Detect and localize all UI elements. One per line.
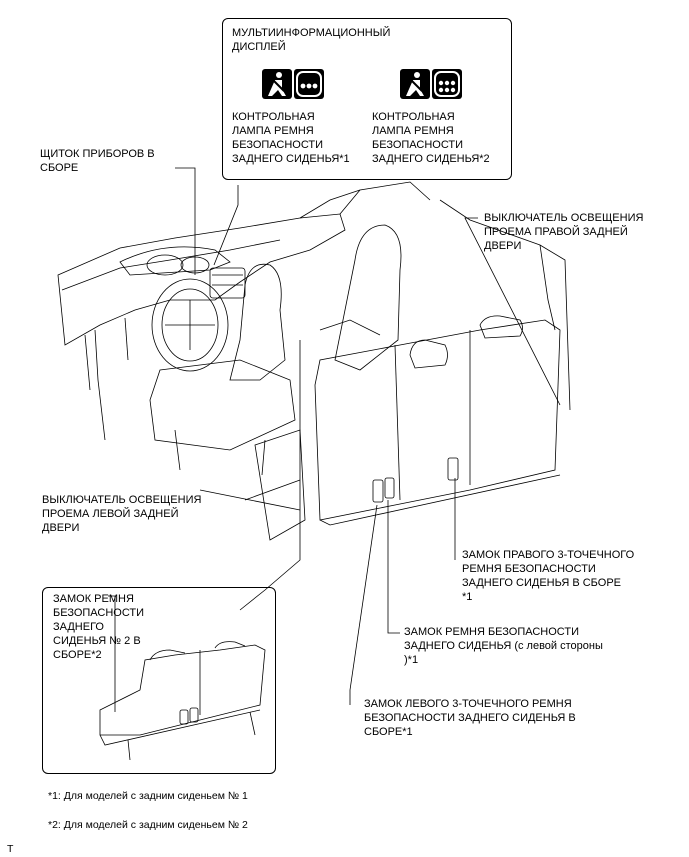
- seatbelt-warning-icon: [262, 69, 292, 99]
- display-title: МУЛЬТИИНФОРМАЦИОННЫЙ ДИСПЛЕЙ: [232, 27, 391, 53]
- footnote-2: *2: Для моделей с задним сиденьем № 2: [48, 819, 248, 831]
- buckle-right-3pt: [447, 457, 459, 481]
- leader-cluster: [175, 167, 196, 275]
- left-3pt-buckle-label: ЗАМОК ЛЕВОГО 3-ТОЧЕЧНОГО РЕМНЯ БЕЗОПАСНО…: [364, 698, 576, 738]
- rear-seats-3-icon: [294, 69, 324, 99]
- footnote-1: *1: Для моделей с задним сиденьем № 1: [48, 790, 248, 802]
- seat2-inset-box: [42, 587, 276, 774]
- buckle-left-side: [384, 477, 395, 499]
- dashboard-outline: [57, 213, 346, 346]
- right-door-switch-label: ВЫКЛЮЧАТЕЛЬ ОСВЕЩЕНИЯ ПРОЕМА ПРАВОЙ ЗАДН…: [484, 212, 644, 252]
- corner-mark: T: [7, 843, 14, 855]
- left-door-frame: [239, 340, 301, 611]
- seatbelt-warning-icon: [400, 69, 430, 99]
- right-3pt-buckle-label: ЗАМОК ПРАВОГО 3-ТОЧЕЧНОГО РЕМНЯ БЕЗОПАСН…: [462, 549, 635, 603]
- leader-left-side: [387, 500, 400, 634]
- front-seat: [229, 263, 286, 381]
- leader-display: [213, 185, 239, 266]
- seat2-buckle-label: ЗАМОК РЕМНЯ БЕЗОПАСНОСТИ ЗАДНЕГО СИДЕНЬЯ…: [53, 593, 145, 661]
- indicator-label-1: КОНТРОЛЬНАЯ ЛАМПА РЕМНЯ БЕЗОПАСНОСТИ ЗАД…: [232, 111, 350, 165]
- leader-right-door: [464, 217, 561, 406]
- leader-left-3pt: [349, 504, 378, 705]
- leader-seat2: [108, 595, 116, 712]
- rear-seats-6-icon: [432, 69, 462, 99]
- steering-wheel: [151, 278, 229, 372]
- rear-bench: [314, 319, 561, 521]
- left-side-buckle-label: ЗАМОК РЕМНЯ БЕЗОПАСНОСТИ ЗАДНЕГО СИДЕНЬЯ…: [404, 626, 603, 666]
- inset-bench: [99, 644, 266, 736]
- buckle-left-3pt: [372, 479, 384, 503]
- indicator-label-2: КОНТРОЛЬНАЯ ЛАМПА РЕМНЯ БЕЗОПАСНОСТИ ЗАД…: [372, 111, 490, 165]
- multi-info-display-box: [222, 18, 512, 180]
- instrument-cluster-label: ЩИТОК ПРИБОРОВ В СБОРЕ: [40, 148, 155, 174]
- leader-left-door: [244, 479, 301, 501]
- left-door-switch-label: ВЫКЛЮЧАТЕЛЬ ОСВЕЩЕНИЯ ПРОЕМА ЛЕВОЙ ЗАДНЕ…: [42, 494, 202, 534]
